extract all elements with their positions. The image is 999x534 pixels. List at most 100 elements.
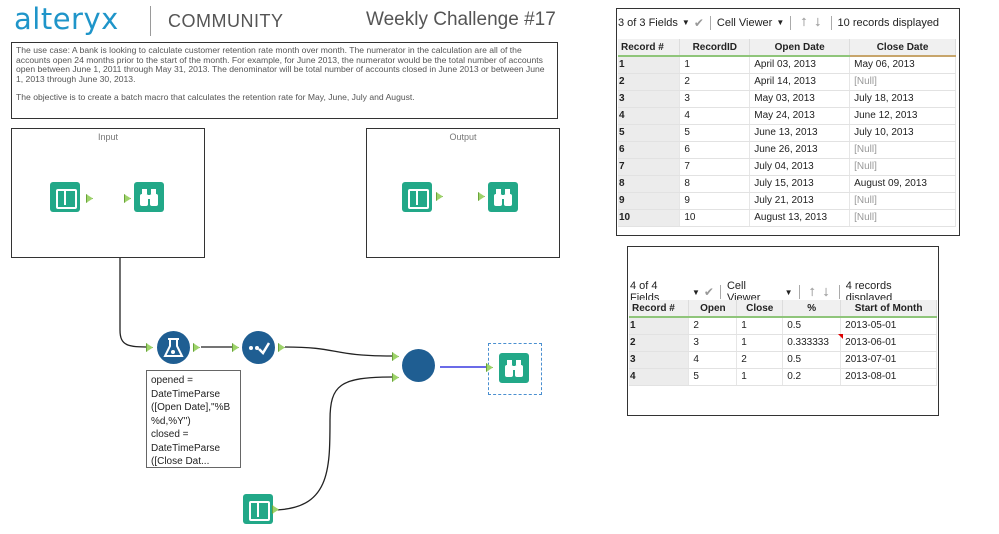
column-header[interactable]: Record # <box>618 39 681 57</box>
chevron-down-icon[interactable]: ▼ <box>776 18 785 27</box>
table-cell[interactable]: 2013-07-01 <box>840 351 937 369</box>
table-cell[interactable]: August 13, 2013 <box>749 209 851 227</box>
input-data-icon[interactable] <box>402 182 432 212</box>
table-cell[interactable]: [Null] <box>849 73 956 91</box>
sort-up-icon[interactable]: ⭡ <box>801 15 807 29</box>
fields-selector[interactable]: 3 of 3 Fields <box>618 16 678 29</box>
browse-icon[interactable] <box>499 353 529 383</box>
table-cell[interactable]: 5 <box>679 124 751 142</box>
table-cell[interactable]: 7 <box>679 158 751 176</box>
record-number-cell[interactable]: 3 <box>629 351 690 369</box>
check-icon[interactable]: ✔ <box>703 285 714 299</box>
table-cell[interactable]: 3 <box>679 90 751 108</box>
table-cell[interactable]: July 10, 2013 <box>849 124 956 142</box>
column-header[interactable]: % <box>782 300 842 318</box>
table-cell[interactable]: May 24, 2013 <box>749 107 851 125</box>
record-number-cell[interactable]: 2 <box>618 73 681 91</box>
column-header[interactable]: Start of Month <box>840 300 937 318</box>
sort-down-icon[interactable]: ⭣ <box>823 284 829 299</box>
chevron-down-icon[interactable]: ▼ <box>784 287 793 297</box>
input-data-icon[interactable] <box>50 182 80 212</box>
browse-icon[interactable] <box>134 182 164 212</box>
chevron-down-icon[interactable]: ▼ <box>691 287 700 297</box>
select-icon[interactable] <box>242 331 275 364</box>
table-cell[interactable]: June 13, 2013 <box>749 124 851 142</box>
record-number-cell[interactable]: 6 <box>618 141 681 159</box>
record-number-cell[interactable]: 1 <box>629 317 690 335</box>
record-number-cell[interactable]: 4 <box>618 107 681 125</box>
table-cell[interactable]: May 06, 2013 <box>849 56 956 74</box>
table-cell[interactable]: July 18, 2013 <box>849 90 956 108</box>
table-cell[interactable]: 6 <box>679 141 751 159</box>
record-number-cell[interactable]: 10 <box>618 209 681 227</box>
input-container[interactable]: Input <box>11 128 205 258</box>
table-cell[interactable]: June 26, 2013 <box>749 141 851 159</box>
table-cell[interactable]: 10 <box>679 209 751 227</box>
table-cell[interactable]: June 12, 2013 <box>849 107 956 125</box>
column-header[interactable]: Open Date <box>749 39 851 57</box>
table-cell[interactable]: May 03, 2013 <box>749 90 851 108</box>
table-cell[interactable]: 1 <box>736 317 784 335</box>
column-header[interactable]: Open <box>688 300 738 318</box>
table-cell[interactable]: 9 <box>679 192 751 210</box>
sort-down-icon[interactable]: ⭣ <box>814 15 821 29</box>
table-cell[interactable]: July 04, 2013 <box>749 158 851 176</box>
column-header[interactable]: Close Date <box>849 39 956 57</box>
table-cell[interactable]: 1 <box>679 56 751 74</box>
record-number-cell[interactable]: 4 <box>629 368 690 386</box>
check-icon[interactable]: ✔ <box>693 15 704 30</box>
table-cell[interactable]: April 03, 2013 <box>749 56 851 74</box>
table-cell[interactable]: 0.5 <box>782 317 842 335</box>
table-cell[interactable]: July 15, 2013 <box>749 175 851 193</box>
column-header[interactable]: Record # <box>629 300 690 318</box>
table-cell[interactable]: July 21, 2013 <box>749 192 851 210</box>
record-number-cell[interactable]: 5 <box>618 124 681 142</box>
column-header[interactable]: Close <box>736 300 784 318</box>
table-cell[interactable]: 1 <box>736 334 784 352</box>
table-cell[interactable]: [Null] <box>849 141 956 159</box>
table-cell[interactable]: 2 <box>679 73 751 91</box>
table-cell[interactable]: 2013-05-01 <box>840 317 937 335</box>
table-cell[interactable]: 2 <box>736 351 784 369</box>
sort-up-icon[interactable]: ⭡ <box>809 284 816 299</box>
table-cell[interactable]: August 09, 2013 <box>849 175 956 193</box>
record-number-cell[interactable]: 7 <box>618 158 681 176</box>
table-cell[interactable]: [Null] <box>849 158 956 176</box>
table-cell[interactable]: April 14, 2013 <box>749 73 851 91</box>
table-cell[interactable]: 2013-08-01 <box>840 368 937 386</box>
cell-viewer-selector[interactable]: Cell Viewer <box>716 16 773 29</box>
output-container[interactable]: Output <box>366 128 560 258</box>
table-cell[interactable]: 0.333333 <box>782 334 842 352</box>
table-cell[interactable]: 4 <box>688 351 738 369</box>
table-cell[interactable]: [Null] <box>849 209 956 227</box>
chevron-down-icon[interactable]: ▼ <box>681 18 690 27</box>
table-cell[interactable]: 0.5 <box>782 351 842 369</box>
input-data-icon[interactable] <box>243 494 273 524</box>
table-cell[interactable]: 5 <box>688 368 738 386</box>
table-cell[interactable]: 2 <box>688 317 738 335</box>
table-cell[interactable]: 4 <box>679 107 751 125</box>
record-number-cell[interactable]: 9 <box>618 192 681 210</box>
record-number-cell[interactable]: 1 <box>618 56 681 74</box>
table-cell[interactable]: 0.2 <box>782 368 842 386</box>
table-cell[interactable]: 8 <box>679 175 751 193</box>
record-number-cell[interactable]: 3 <box>618 90 681 108</box>
batch-macro-icon[interactable] <box>402 349 435 382</box>
formula-icon[interactable] <box>157 331 190 364</box>
record-number-cell[interactable]: 2 <box>629 334 690 352</box>
table-cell[interactable]: 2013-06-01 <box>840 334 937 352</box>
